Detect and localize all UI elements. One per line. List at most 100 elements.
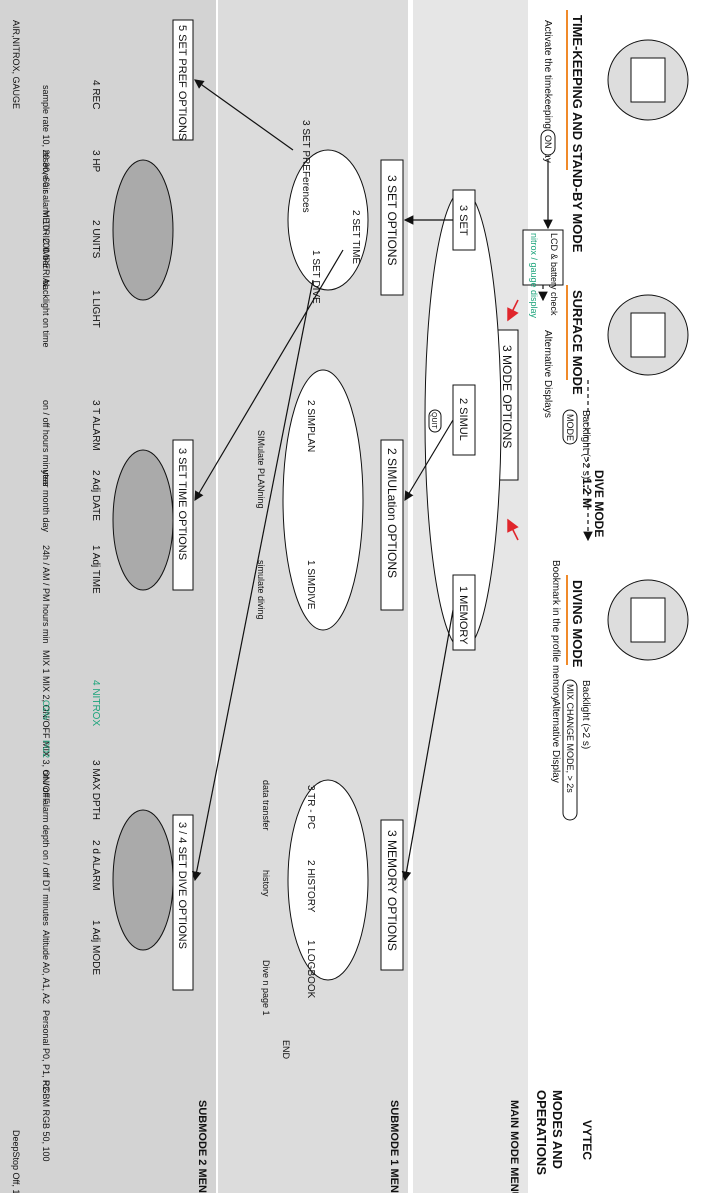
dt-minutes-label: on / off DT minutes — [41, 850, 51, 926]
bookmark-text: Bookmark in the profile memory — [550, 560, 561, 701]
main-quit-button[interactable] — [428, 409, 442, 433]
hp-label: 3 HP — [90, 150, 101, 173]
dive-depth-label: 1.2 M — [580, 478, 594, 508]
main-memory-label: 1 MEMORY — [457, 586, 469, 645]
tr-pc-label: 3 TR - PC — [305, 785, 316, 829]
arrow-dive-to-options — [191, 279, 314, 882]
backlight-text: Backlight (>2 s) — [580, 410, 591, 479]
diving-mode-heading: DIVING MODE — [570, 580, 585, 668]
set-dive-options-box[interactable] — [172, 814, 194, 991]
alarm-depth-label: on / off alarm depth — [41, 770, 51, 847]
memory-options-box[interactable] — [380, 819, 404, 971]
d-alarm-label: 2 d ALARM — [90, 840, 101, 891]
arrow-time-to-options — [194, 249, 344, 502]
date-values: year month day — [41, 470, 51, 533]
air-nitrox-gauge-label: AIR,NITROX, GAUGE — [11, 20, 21, 109]
arrow-simul-to-options — [404, 419, 454, 502]
surface-mode-heading: SURFACE MODE — [570, 290, 585, 395]
red-nav-arrow — [507, 299, 519, 322]
lcd-check-label: LCD & battery check — [549, 233, 559, 316]
simplan-label: 2 SIMPLAN — [305, 400, 316, 452]
mix-change-button[interactable] — [562, 679, 578, 821]
watch-surface — [607, 294, 689, 376]
rec-label: 4 REC — [90, 80, 101, 109]
quit-label: QUIT — [430, 412, 437, 429]
mix-change-label: MIX CHANGE MODE, > 2s — [565, 684, 575, 793]
submode2-panel — [0, 0, 216, 1193]
alt-displays-text: Alternative Displays — [542, 330, 553, 418]
mode-button[interactable] — [562, 409, 578, 445]
dive-cycle — [112, 809, 174, 951]
dive-mode-heading: DIVE MODE — [592, 470, 606, 537]
adj-date-label: 2 Adj DATE — [90, 470, 101, 521]
deepstop-label: DeepStop Off, 1, 2 — [11, 1130, 21, 1193]
mix-label: MIX 1 MIX 2, ON/OFF MIX 3, ON/OFF — [41, 650, 51, 804]
set-time-options-label: 3 SET TIME OPTIONS — [176, 448, 188, 560]
units-label: 2 UNITS — [90, 220, 101, 259]
on-button[interactable] — [540, 129, 556, 156]
set-dive-options-label: 3 / 4 SET DIVE OPTIONS — [176, 822, 188, 949]
modes-title-2: OPERATIONS — [534, 1090, 549, 1175]
simdive-note: simulate diving — [256, 560, 266, 620]
main-mode-header: MAIN MODE MENU BASED — [508, 1100, 520, 1193]
sample-rate-label: sample rate 10, 20 30, 60 s — [41, 85, 51, 195]
simul-cycle — [282, 369, 364, 631]
light-label: 1 LIGHT — [90, 290, 101, 328]
main-set-label: 3 SET — [457, 205, 469, 236]
activate-display-text: Activate the timekeeping display — [542, 20, 553, 163]
pref-cycle — [112, 159, 174, 301]
history-note: history — [261, 870, 271, 897]
simul-options-box[interactable] — [380, 439, 404, 611]
time-cycle — [112, 449, 174, 591]
set-pref-options-label: 5 SET PREF OPTIONS — [176, 25, 188, 140]
memory-options-label: 3 MEMORY OPTIONS — [385, 830, 399, 951]
adj-mode-label: 1 Adj MODE — [90, 920, 101, 975]
simplan-note: SIMulate PLANning — [256, 430, 266, 509]
altitude-label: Altitude A0, A1, A2 — [41, 930, 51, 1004]
submode1-header: SUBMODE 1 MENU BASED — [388, 1100, 400, 1193]
history-label: 2 HISTORY — [305, 860, 316, 913]
arrow-pref-to-options — [194, 79, 294, 151]
arrow-memory-to-options — [401, 609, 454, 882]
o2-label: O2% — [41, 700, 51, 720]
brand-logo: VYTEC — [580, 1120, 594, 1160]
red-nav-arrow — [507, 518, 519, 541]
t-alarm-values: on / off hours minutes — [41, 400, 51, 487]
on-button-label: ON — [543, 135, 553, 149]
watch-timekeeping — [607, 39, 689, 121]
data-transfer-label: data transfer — [261, 780, 271, 831]
end-label: END — [281, 1040, 291, 1060]
time-values: 24h / AM / PM hours min — [41, 545, 51, 644]
dive-page-label: Dive n page 1 — [261, 960, 271, 1016]
mode-options-label: 3 MODE OPTIONS — [500, 345, 514, 448]
set-pref-options-box[interactable] — [172, 19, 194, 141]
set-time-label: 2 SET TIME — [350, 210, 361, 264]
memory-cycle — [287, 779, 369, 981]
po2-label: PO2 — [41, 740, 51, 758]
rgbm-label: RGBM RGB 50, 100 — [41, 1080, 51, 1162]
nitrox-gauge-label: nitrox / gauge display — [529, 233, 539, 319]
watch-diving — [607, 579, 689, 661]
simul-options-label: 2 SIMULation OPTIONS — [385, 448, 399, 578]
submode2-header: SUBMODE 2 MENU BASED — [196, 1100, 208, 1193]
set-options-label: 3 SET OPTIONS — [385, 175, 399, 265]
set-dive-label: 1 SET DIVE — [310, 250, 321, 304]
main-simul-label: 2 SIMUL — [457, 398, 469, 441]
time-keeping-heading: TIME-KEEPING AND STAND-BY MODE — [570, 15, 585, 253]
simdive-label: 1 SIMDIVE — [305, 560, 316, 610]
nitrox-label: 4 NITROX — [90, 680, 101, 726]
diving-alt-display-text: Alternative Display — [550, 700, 561, 783]
metric-imperial-label: METRIC IMPERIAL — [41, 210, 51, 289]
mode-button-label: MODE — [565, 414, 575, 441]
backlight-time-label: backlight on time — [41, 280, 51, 348]
set-cycle — [287, 149, 369, 291]
logbook-label: 1 LOGBOOK — [305, 940, 316, 999]
set-options-box[interactable] — [380, 159, 404, 296]
t-alarm-label: 3 T ALARM — [90, 400, 101, 451]
diving-backlight-text: Backlight (>2 s) — [580, 680, 591, 749]
modes-title-1: MODES AND — [550, 1090, 565, 1169]
set-pref-label: 3 SET PREFerences — [300, 120, 311, 213]
